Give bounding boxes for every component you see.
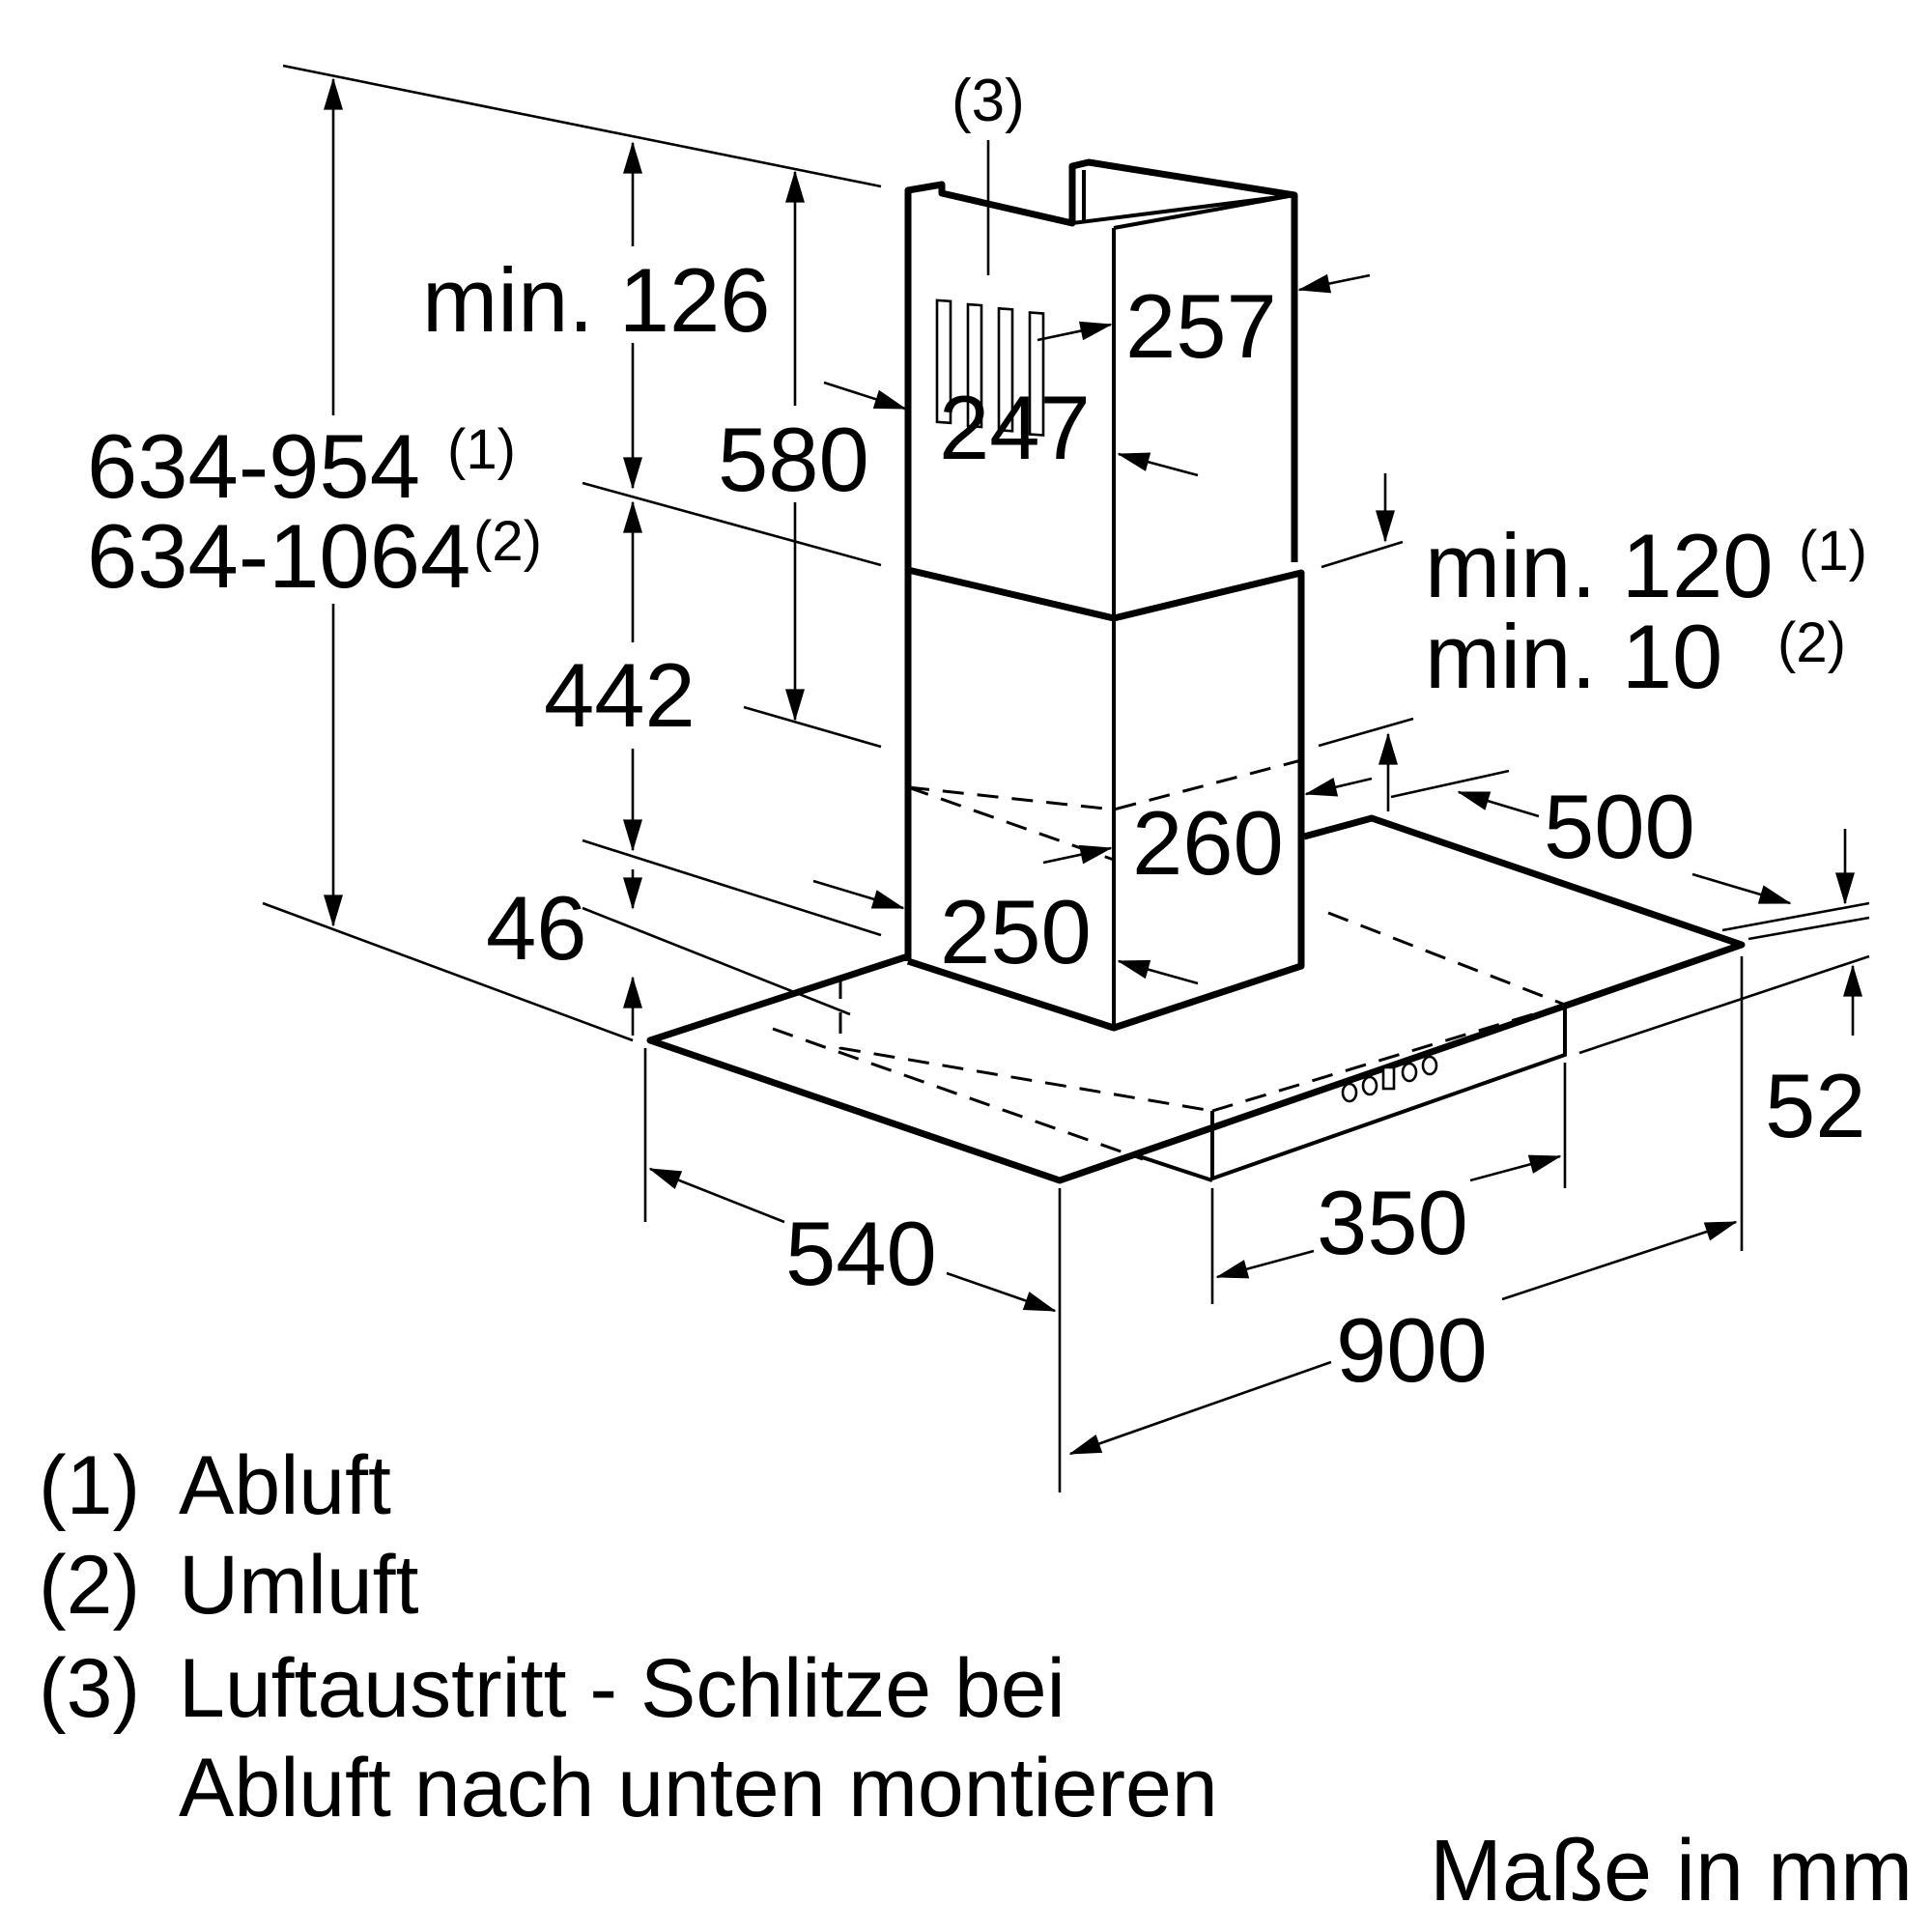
legend: (1) Abluft (2) Umluft (3) Luftaustritt -… — [39, 1439, 1218, 1834]
legend-text-3: Luftaustritt - Schlitze bei — [179, 1642, 1065, 1735]
dim-min-10: min. 10 — [1425, 606, 1722, 707]
air-outlet-slots — [935, 298, 1045, 437]
dim-580: 580 — [718, 409, 869, 510]
dim-442: 442 — [544, 644, 696, 746]
hidden-edges — [772, 758, 1566, 1161]
upper-chimney-edge — [1071, 193, 1295, 225]
dim-540: 540 — [785, 1203, 937, 1304]
dim-350: 350 — [1317, 1172, 1468, 1273]
dim-min-120-note: (1) — [1799, 520, 1867, 582]
control-panel-buttons — [1341, 1055, 1438, 1103]
front-panel-bottom — [1132, 1152, 1213, 1182]
dim-total-recirc: 634-1064 — [87, 505, 470, 607]
dim-total-exhaust: 634-954 — [87, 415, 420, 517]
legend-text-1: Abluft — [179, 1439, 391, 1532]
extension-lines — [262, 64, 1870, 1492]
dim-min-126: min. 126 — [422, 249, 771, 351]
dim-total-recirc-note: (2) — [473, 510, 542, 573]
upper-chimney-top — [1113, 193, 1295, 230]
dimension-labels: (3) min. 126 257 247 580 634-954 (1) 634… — [87, 68, 1867, 1401]
dim-500: 500 — [1544, 776, 1695, 877]
dimension-arrows — [324, 77, 1862, 1456]
canopy-outline — [646, 814, 1746, 1184]
front-panel-outline — [1210, 1005, 1567, 1181]
legend-key-1: (1) — [39, 1439, 140, 1532]
dim-46: 46 — [486, 877, 587, 979]
dim-total-exhaust-note: (1) — [447, 418, 516, 481]
dim-900: 900 — [1336, 1299, 1488, 1401]
dim-257: 257 — [1125, 275, 1277, 377]
dim-260: 260 — [1132, 792, 1284, 894]
dim-250: 250 — [940, 881, 1092, 982]
legend-text-2: Umluft — [179, 1539, 419, 1632]
dim-52: 52 — [1765, 1055, 1866, 1156]
legend-key-3: (3) — [39, 1642, 140, 1735]
legend-text-4: Abluft nach unten montieren — [179, 1742, 1218, 1834]
units-note: Maße in mm — [1430, 1823, 1913, 1919]
dim-247: 247 — [939, 377, 1091, 478]
dim-min-120: min. 120 — [1425, 515, 1774, 616]
hood-outline — [646, 158, 1746, 1184]
legend-key-2: (2) — [39, 1539, 140, 1632]
callout-3-label: (3) — [952, 68, 1025, 134]
dim-min-10-note: (2) — [1777, 611, 1846, 674]
